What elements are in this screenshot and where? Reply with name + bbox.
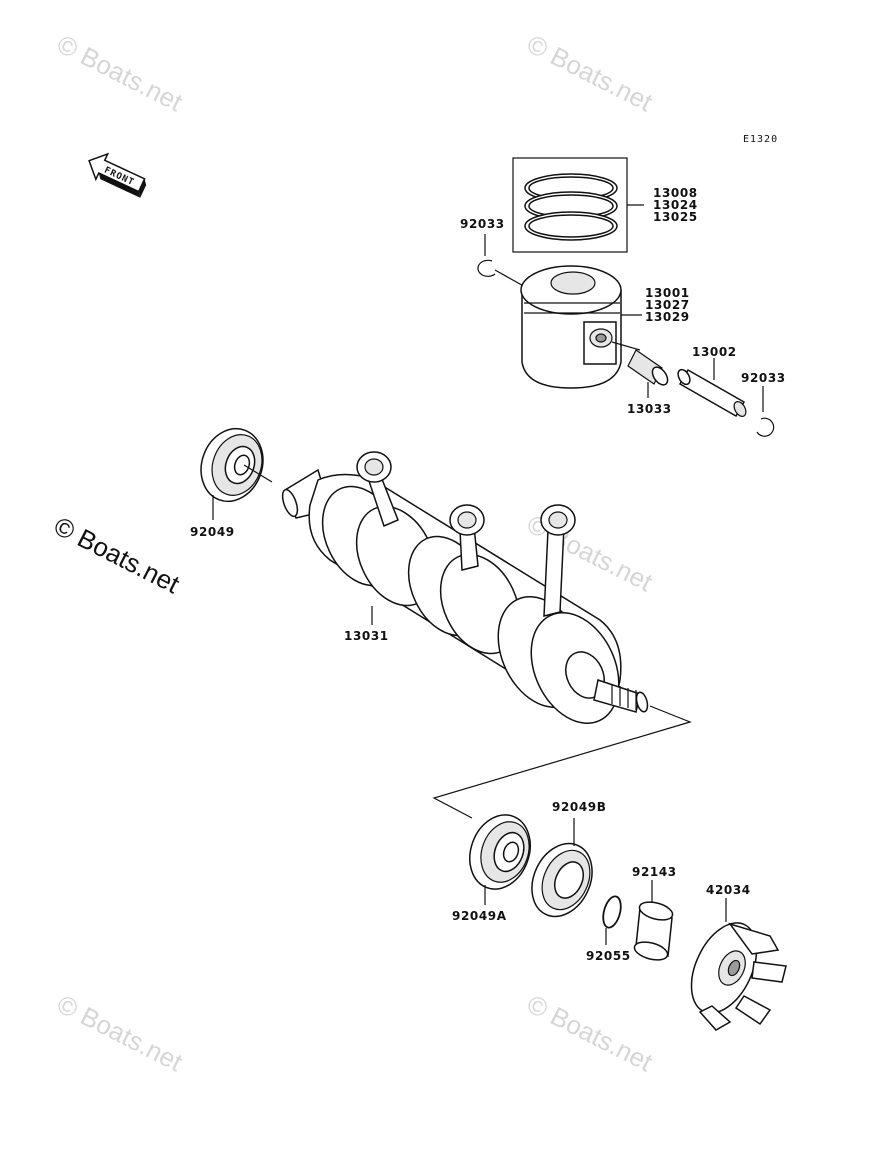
oil-seal-a: 92049A (452, 814, 531, 923)
watermark-top-left: © Boats.net (52, 29, 188, 118)
front-arrow-icon: FRONT (88, 152, 147, 198)
oil-seal-left: 92049 (190, 427, 273, 539)
label-92049B: 92049B (552, 800, 607, 814)
label-13027: 13027 (645, 298, 690, 312)
coupling: 42034 (690, 883, 787, 1031)
piston: 13001 13027 13029 (520, 265, 690, 389)
piston-pin: 13002 (677, 345, 747, 418)
label-13002: 13002 (692, 345, 737, 359)
crankshaft: 13031 (281, 451, 649, 724)
collar: 92143 (632, 865, 677, 961)
watermark-top-right: © Boats.net (522, 29, 658, 118)
o-ring: 92055 (586, 895, 631, 963)
label-13029: 13029 (645, 310, 690, 324)
label-92033-right: 92033 (741, 371, 786, 385)
watermark-main: © Boats.net (49, 511, 185, 600)
diagram-code: E1320 (743, 134, 778, 145)
label-92049A: 92049A (452, 909, 507, 923)
watermark-bottom-left: © Boats.net (52, 989, 188, 1078)
label-13031: 13031 (344, 629, 389, 643)
label-13033: 13033 (627, 402, 672, 416)
oil-seal-b: 92049B (531, 800, 607, 918)
label-92055: 92055 (586, 949, 631, 963)
label-42034: 42034 (706, 883, 751, 897)
label-13024: 13024 (653, 198, 698, 212)
piston-ring-set: 13008 13024 13025 (512, 157, 698, 253)
label-13025: 13025 (653, 210, 698, 224)
label-92143: 92143 (632, 865, 677, 879)
needle-bearing: 13033 (611, 341, 672, 416)
assembly-leader (432, 705, 692, 819)
label-92033-left: 92033 (460, 217, 505, 231)
watermark-bottom-right: © Boats.net (522, 989, 658, 1078)
label-13008: 13008 (653, 186, 698, 200)
label-92049: 92049 (190, 525, 235, 539)
label-13001: 13001 (645, 286, 690, 300)
circlip-right: 92033 (741, 371, 786, 437)
